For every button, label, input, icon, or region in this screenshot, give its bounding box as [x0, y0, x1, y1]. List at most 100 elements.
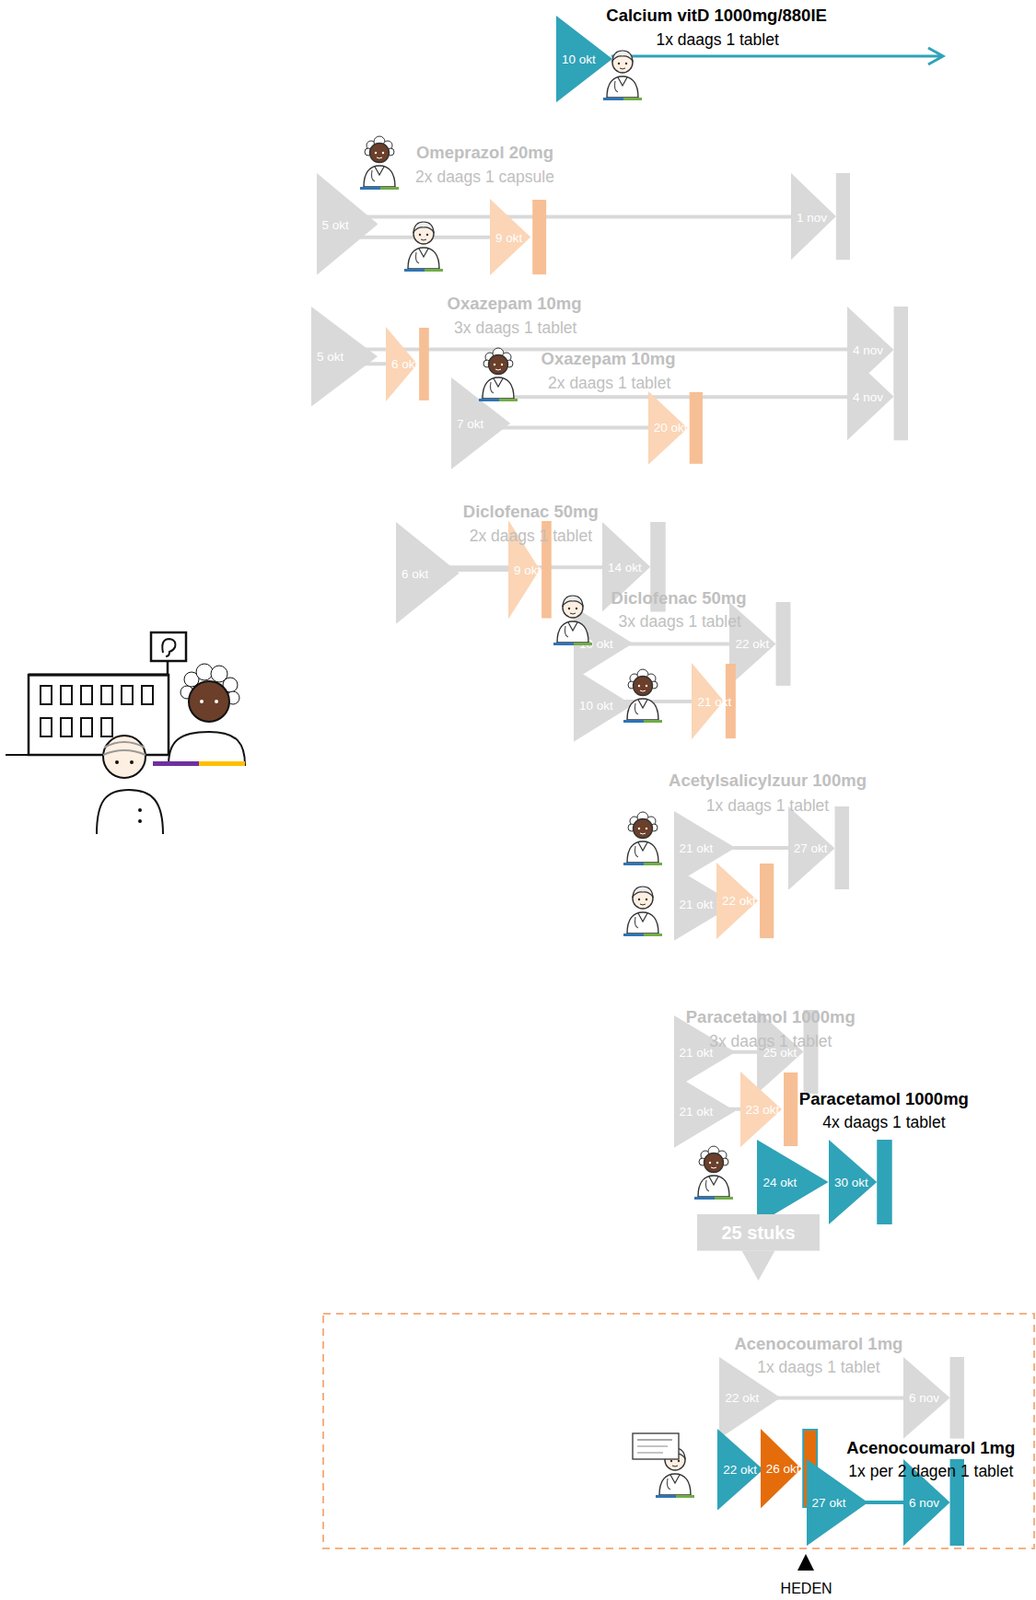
date-label: 22 okt — [721, 894, 757, 908]
start-triangle — [573, 668, 633, 743]
arrow-head — [928, 47, 943, 65]
date-label: 6 okt — [401, 566, 429, 581]
end-bar — [949, 1357, 965, 1440]
date-label: 21 okt — [697, 695, 732, 710]
start-marker: 5 okt — [316, 173, 379, 276]
start-marker: 24 okt — [756, 1140, 829, 1225]
start-triangle — [451, 377, 511, 470]
end-triangle — [847, 352, 895, 441]
start-marker: 7 okt — [451, 377, 511, 470]
stop-triangle — [760, 1429, 802, 1509]
date-label: 5 okt — [316, 349, 344, 363]
end-marker: 6 nov — [903, 1357, 966, 1440]
date-label: 22 okt — [734, 637, 769, 652]
dosage-text: 3x daags 1 tablet — [453, 317, 577, 338]
date-label: 21 okt — [679, 897, 714, 912]
quantity-text: 25 stuks — [697, 1222, 820, 1245]
date-label: 7 okt — [456, 416, 484, 431]
date-label: 24 okt — [762, 1175, 797, 1190]
stop-bar — [759, 863, 774, 939]
start-triangle — [395, 522, 460, 625]
stop-bar — [419, 327, 430, 401]
date-label: 30 okt — [834, 1175, 869, 1190]
date-label: 9 okt — [495, 230, 523, 245]
date-label: 22 okt — [722, 1463, 757, 1478]
now-marker — [797, 1554, 815, 1572]
quantity-callout: 25 stuks — [697, 1214, 820, 1281]
dosage-text: 1x per 2 dagen 1 tablet — [848, 1462, 1013, 1482]
date-label: 5 okt — [322, 217, 350, 232]
now-label: HEDEN — [780, 1581, 833, 1598]
end-bar — [876, 1140, 892, 1225]
line-segment — [347, 235, 492, 240]
end-triangle — [791, 173, 837, 260]
stop-bar — [688, 392, 702, 465]
stop-marker: 9 okt — [489, 198, 548, 276]
dosage-text: 2x daags 1 tablet — [469, 525, 593, 546]
end-marker: 4 nov — [847, 352, 909, 441]
start-triangle — [316, 173, 378, 276]
focus-box — [323, 1314, 1035, 1549]
date-label: 20 okt — [653, 420, 688, 435]
stop-marker: 21 okt — [691, 663, 738, 740]
dosage-text: 1x daags 1 tablet — [656, 30, 780, 50]
drug-name: Acetylsalicylzuur 100mg — [668, 770, 867, 792]
drug-name: Paracetamol 1000mg — [686, 1007, 856, 1028]
drug-name: Acenocoumarol 1mg — [733, 1334, 903, 1355]
timeline-line — [347, 236, 492, 238]
drug-name: Paracetamol 1000mg — [799, 1089, 969, 1110]
stop-bar — [532, 199, 547, 275]
drug-name: Calcium vitD 1000mg/880IE — [605, 5, 827, 26]
stop-marker: 23 okt — [740, 1071, 800, 1148]
timeline-line — [480, 427, 651, 429]
dosage-text: 3x daags 1 tablet — [618, 612, 742, 632]
date-label: 14 okt — [607, 560, 642, 575]
end-bar — [836, 173, 850, 260]
end-marker: 30 okt — [828, 1140, 893, 1225]
end-triangle — [828, 1140, 877, 1225]
end-triangle — [788, 806, 836, 891]
end-marker: 27 okt — [788, 806, 850, 891]
end-triangle — [903, 1357, 951, 1440]
dosage-text: 2x daags 1 capsule — [415, 166, 555, 187]
start-marker: 22 okt — [717, 1429, 764, 1512]
dosage-text: 1x daags 1 tablet — [706, 795, 829, 815]
date-label: 6 okt — [391, 357, 419, 372]
start-marker: 6 okt — [395, 522, 460, 625]
stop-bar — [783, 1072, 798, 1147]
stop-triangle — [716, 862, 758, 940]
start-marker: 21 okt — [674, 1074, 736, 1149]
end-bar — [776, 602, 792, 687]
line-segment — [480, 395, 850, 399]
line-segment — [347, 215, 793, 220]
dosage-text: 1x daags 1 tablet — [756, 1358, 880, 1378]
end-bar — [834, 806, 850, 891]
hospital-illustration — [5, 632, 245, 835]
date-label: 4 nov — [852, 390, 884, 405]
date-label: 10 okt — [579, 698, 614, 712]
dosage-text: 3x daags 1 tablet — [709, 1031, 832, 1051]
date-label: 4 nov — [852, 342, 884, 357]
date-label: 27 okt — [812, 1496, 847, 1511]
start-triangle — [717, 1429, 764, 1512]
end-bar — [893, 352, 908, 441]
date-label: 9 okt — [513, 563, 541, 578]
date-label: 10 okt — [579, 637, 614, 652]
date-label: 21 okt — [679, 841, 714, 856]
date-label: 27 okt — [793, 841, 828, 856]
stop-marker: 22 okt — [716, 862, 776, 940]
callout-pointer — [742, 1251, 776, 1281]
drug-name: Oxazepam 10mg — [541, 349, 676, 370]
date-label: 26 okt — [766, 1461, 801, 1476]
start-triangle — [311, 306, 378, 408]
date-label: 6 nov — [908, 1496, 940, 1511]
prescription-card — [632, 1433, 679, 1460]
stop-triangle — [648, 391, 688, 466]
stop-marker: 20 okt — [648, 391, 705, 466]
callout-box — [697, 1214, 820, 1252]
timeline-line — [347, 216, 793, 218]
stop-marker: 6 okt — [385, 326, 431, 402]
